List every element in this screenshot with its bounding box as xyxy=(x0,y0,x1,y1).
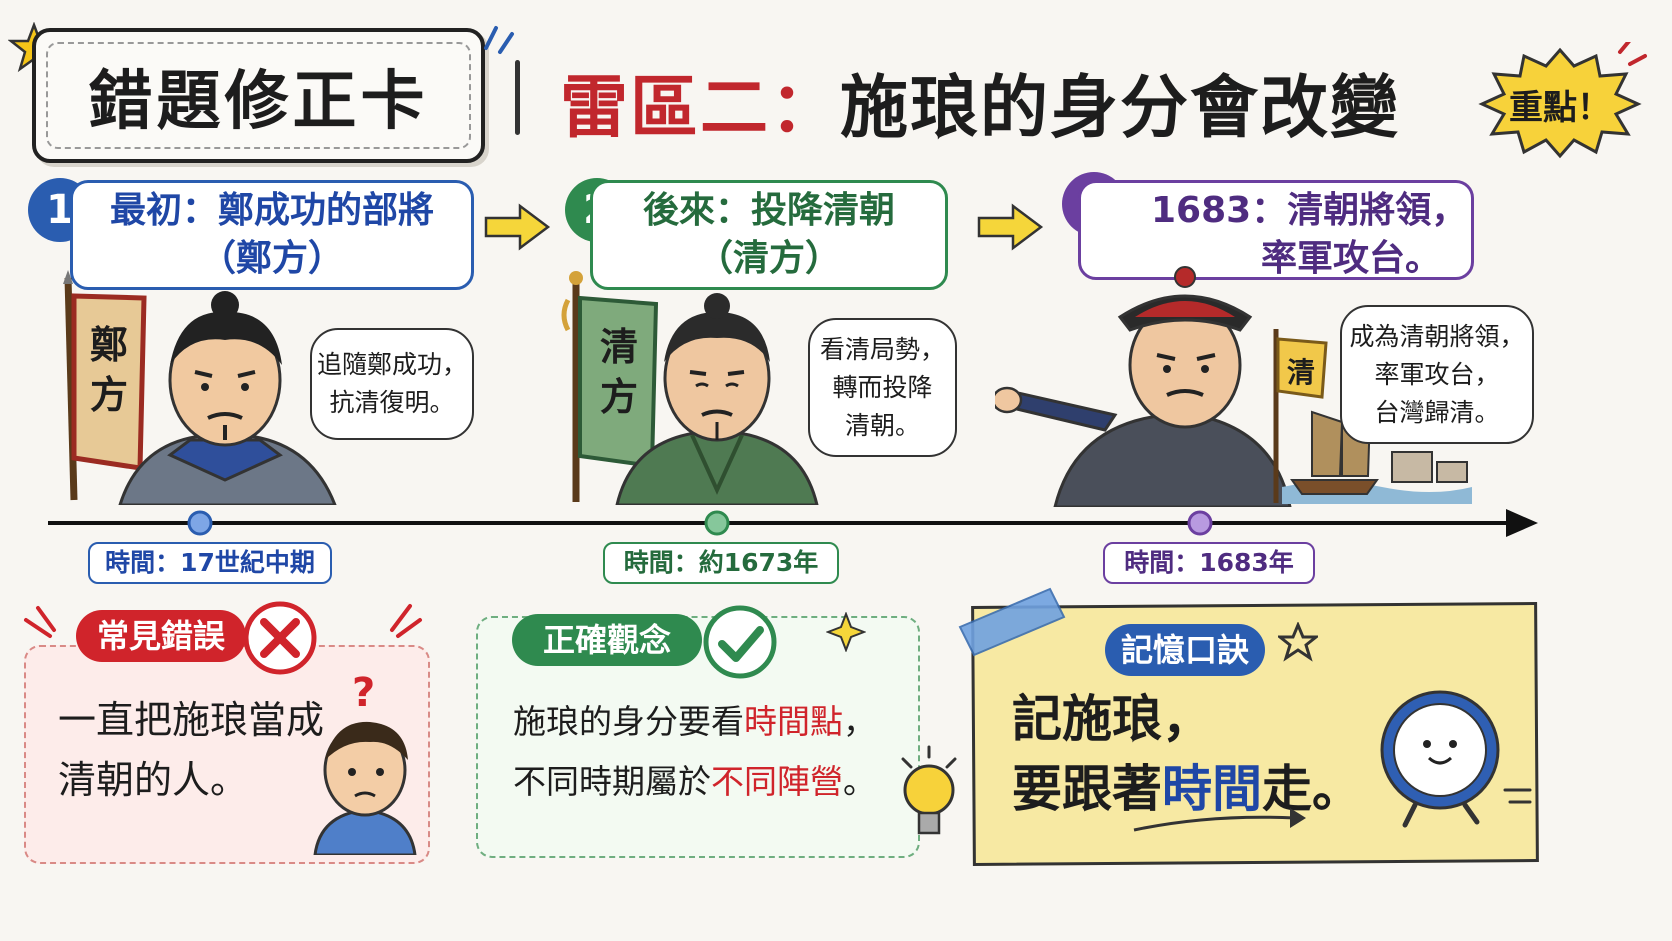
arrow-right-icon xyxy=(482,202,552,252)
flag-zheng-label: 鄭方 xyxy=(89,323,128,417)
step-3-line1: 1683：清朝將領， xyxy=(1151,190,1468,231)
key-point-badge: 重點！ xyxy=(1470,42,1650,162)
confused-boy-figure xyxy=(310,700,420,859)
cross-icon xyxy=(240,598,320,682)
memory-label: 記憶口訣 xyxy=(1105,624,1265,676)
headline-prefix: 雷區二： xyxy=(560,69,841,148)
step-1-line2: （鄭方） xyxy=(199,238,344,279)
highlight-time-point: 時間點 xyxy=(744,702,843,741)
step-2-line1: 後來：投降清朝 xyxy=(642,190,895,231)
memory-text: 記施琅， 要跟著時間走。 xyxy=(1012,690,1362,818)
step-1-box: 最初：鄭成功的部將 （鄭方） xyxy=(70,180,474,290)
speech-bubble-2: 看清局勢， 轉而投降 清朝。 xyxy=(808,318,957,457)
title-card: 錯題修正卡 xyxy=(32,28,485,163)
shi-lang-defector-figure xyxy=(612,290,822,509)
step-3-line2: 率軍攻台。 xyxy=(1261,238,1442,279)
flag-zheng-icon: 鄭方 xyxy=(40,268,150,503)
lightbulb-icon xyxy=(895,745,965,859)
step-2-line2: （清方） xyxy=(696,238,841,279)
highlight-time: 時間 xyxy=(1162,760,1262,818)
headline: 雷區二：施琅的身分會改變 xyxy=(560,52,1400,151)
speech-bubble-3: 成為清朝將領， 率軍攻台， 台灣歸清。 xyxy=(1340,305,1534,444)
accent-strokes-icon xyxy=(480,18,520,62)
question-mark: ? xyxy=(352,670,376,716)
mistake-text: 一直把施琅當成 清朝的人。 xyxy=(58,698,325,802)
sparkle-icon xyxy=(825,611,867,656)
star-outline-icon xyxy=(1275,621,1321,666)
time-label-3: 時間：1683年 xyxy=(1103,542,1315,584)
key-point-label: 重點！ xyxy=(1509,88,1611,128)
time-label-1: 時間：17世紀中期 xyxy=(88,542,332,584)
arrow-right-icon xyxy=(975,202,1045,252)
title-divider xyxy=(515,60,520,135)
timeline xyxy=(46,505,1546,545)
time-label-2: 時間：約1673年 xyxy=(603,542,839,584)
walking-clock-icon xyxy=(1365,680,1535,834)
checkmark-icon xyxy=(700,602,780,686)
step-1-line1: 最初：鄭成功的部將 xyxy=(109,190,434,231)
alert-strokes-icon xyxy=(20,600,440,664)
flag-qing-label: 清方 xyxy=(599,325,638,419)
headline-main: 施琅的身分會改變 xyxy=(840,69,1401,148)
flag-qing-small-label: 清 xyxy=(1286,356,1315,389)
speech-bubble-1: 追隨鄭成功， 抗清復明。 xyxy=(310,328,474,440)
step-3-box: 1683：清朝將領， 率軍攻台。 xyxy=(1078,180,1474,280)
underline-arrow-icon xyxy=(1130,800,1310,844)
page-title: 錯題修正卡 xyxy=(88,64,429,139)
tape-icon xyxy=(954,585,1074,669)
flag-qing-small-icon: 清 xyxy=(1262,325,1332,505)
mistake-label: 常見錯誤 xyxy=(76,610,246,662)
qing-commander-figure xyxy=(991,255,1295,511)
correct-label: 正確觀念 xyxy=(512,614,702,666)
highlight-different-camps: 不同陣營 xyxy=(711,762,843,801)
zheng-general-figure xyxy=(110,290,340,509)
correct-text: 施琅的身分要看時間點， 不同時期屬於不同陣營。 xyxy=(513,702,876,801)
step-2-box: 後來：投降清朝 （清方） xyxy=(590,180,948,290)
